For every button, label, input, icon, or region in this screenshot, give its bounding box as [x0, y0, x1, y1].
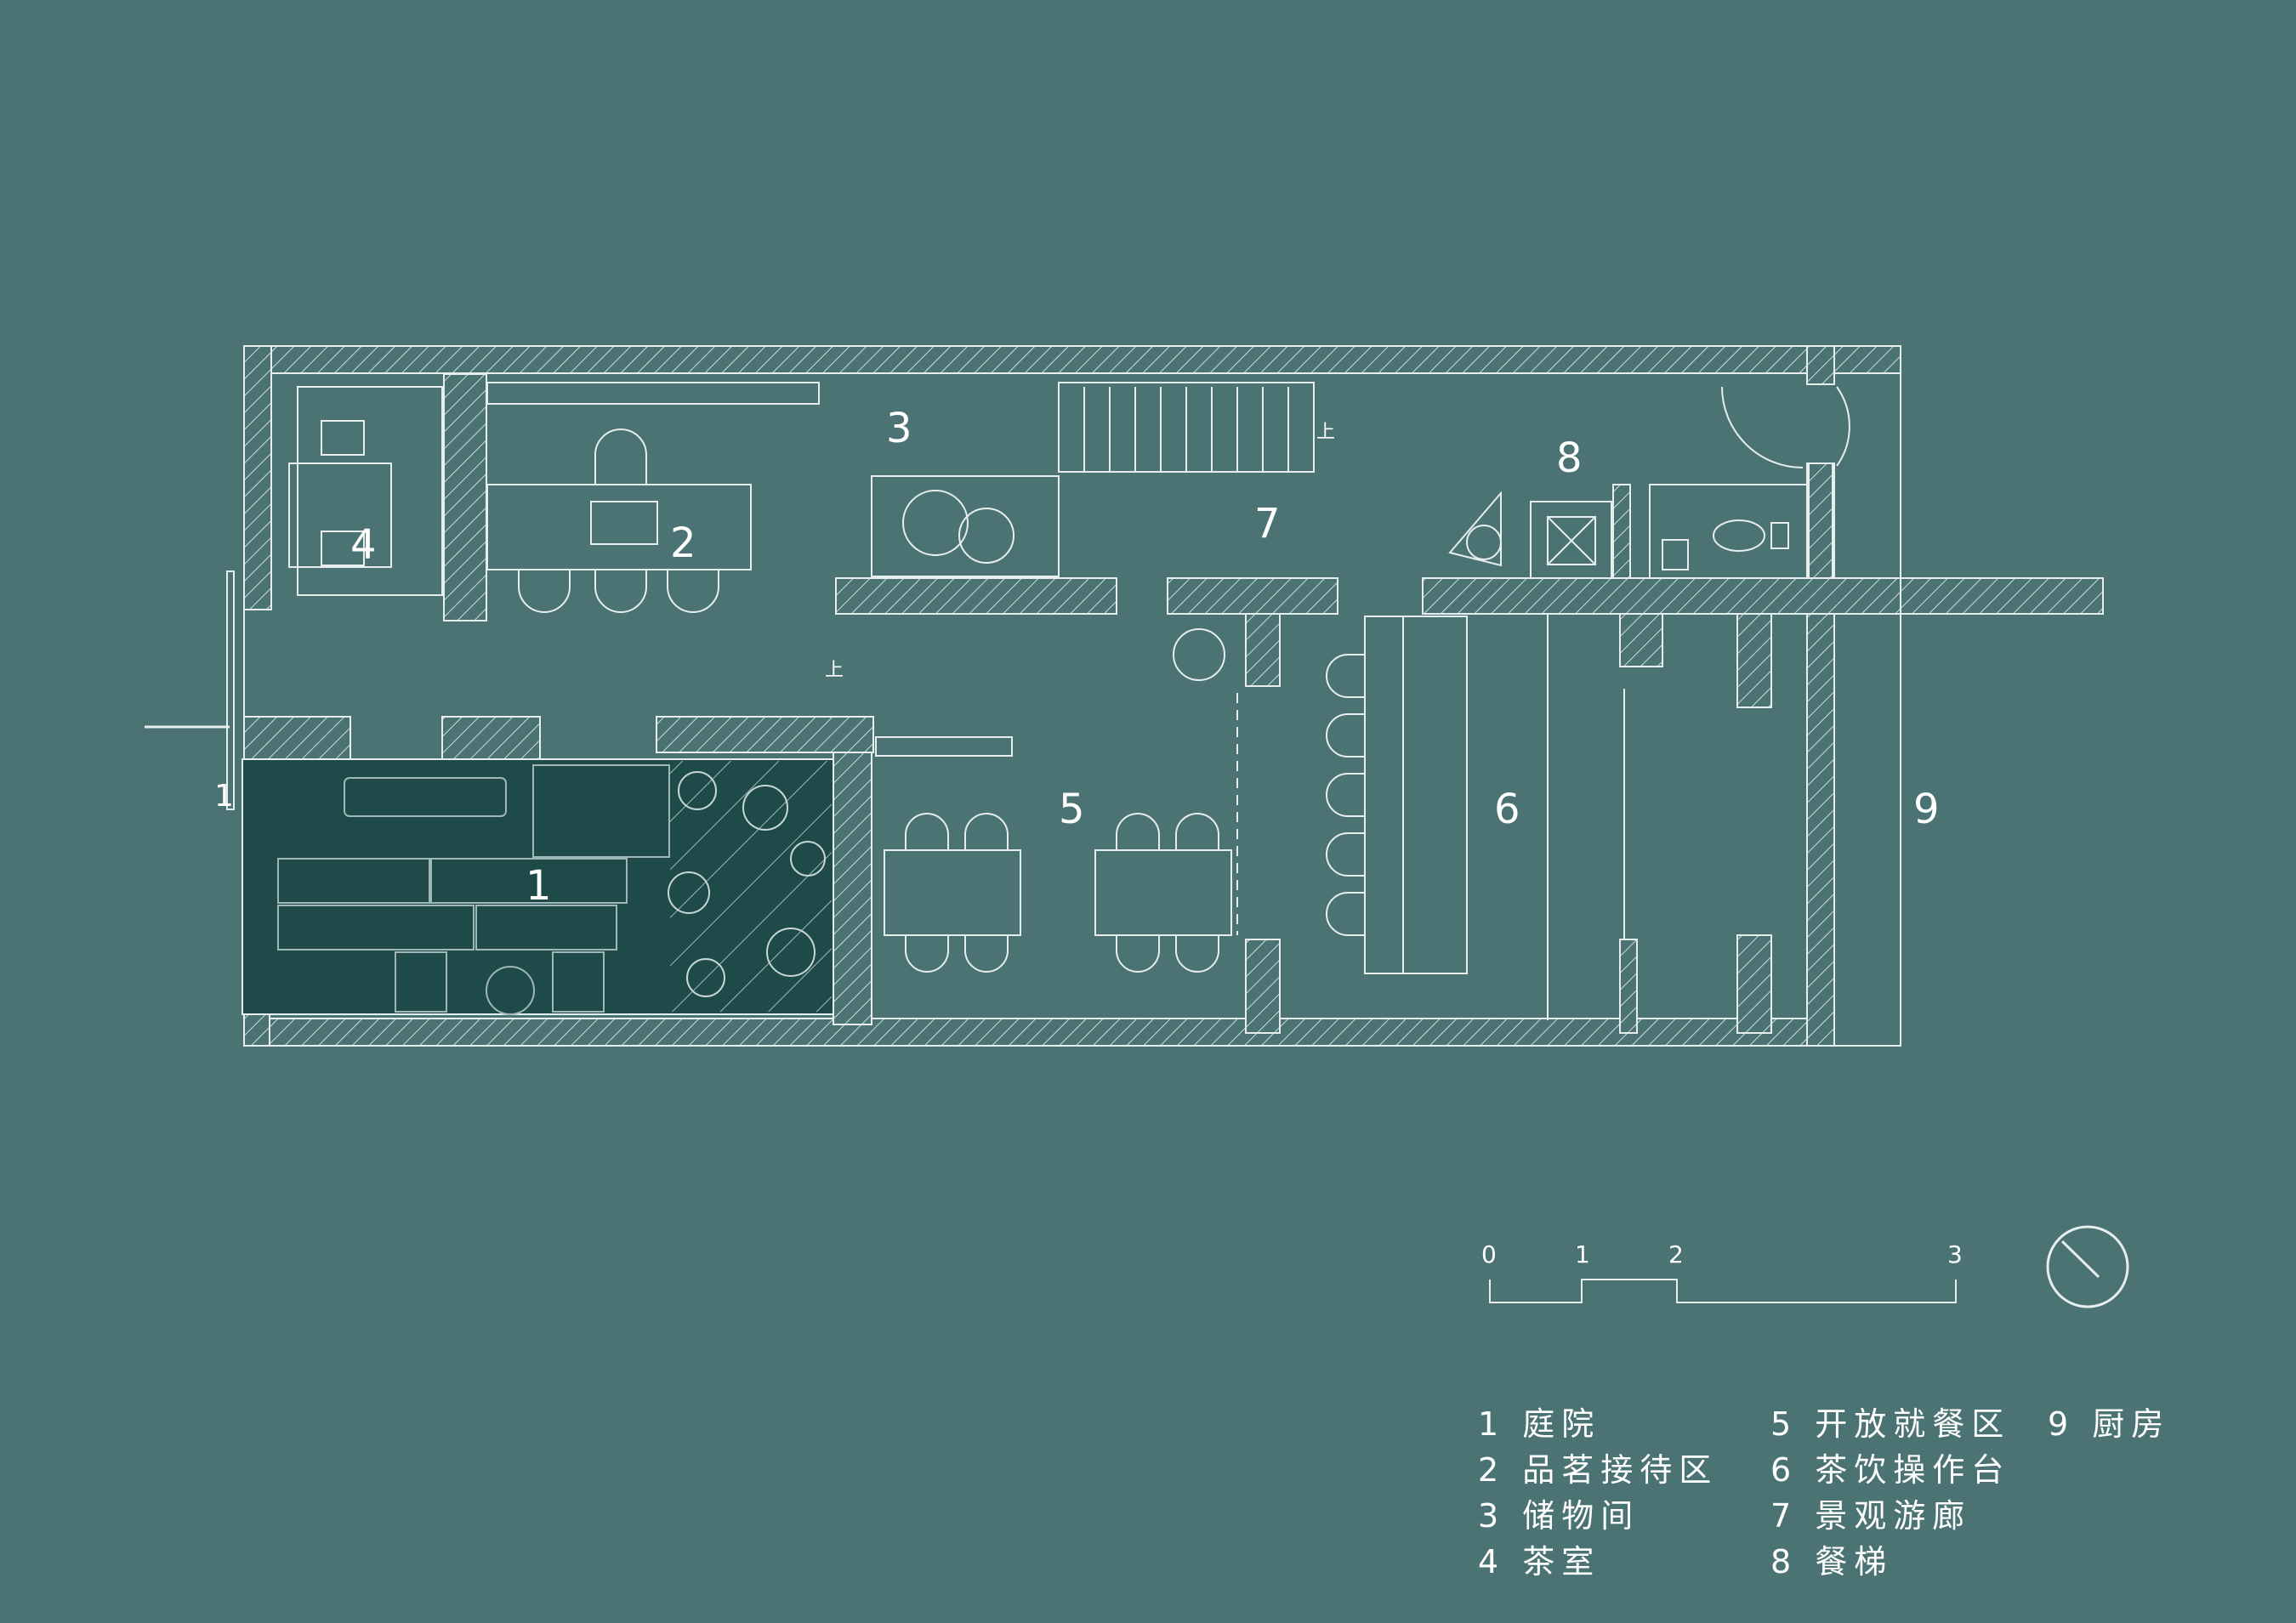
- legend-item-7: 7 景观游廊: [1770, 1497, 1971, 1535]
- scale-tick-0: 0: [1481, 1240, 1497, 1268]
- planters: [871, 475, 1502, 681]
- stair-up-label: 上: [1316, 422, 1335, 443]
- room-label-9: 9: [1913, 786, 1940, 833]
- room-label-8: 8: [1556, 434, 1583, 482]
- room-label-1: 1: [526, 862, 552, 910]
- room-labels: 1 2 3 4 5 6 7 8 9 上 上 1: [214, 405, 1940, 910]
- dining-furniture: [875, 693, 1238, 973]
- room-label-5: 5: [1059, 786, 1085, 833]
- bar-counter: [1326, 614, 1625, 1020]
- room-label-2: 2: [670, 519, 696, 567]
- legend-item-2: 2 品茗接待区: [1478, 1451, 1718, 1489]
- legend: 1 庭院 2 品茗接待区 3 储物间 4 茶室 5 开放就餐区 6 茶饮操作台 …: [1478, 1405, 2170, 1580]
- stair-up-label-2: 上: [825, 660, 844, 681]
- dumbwaiter: [1530, 501, 1612, 579]
- room-label-6: 6: [1494, 786, 1520, 833]
- tea-room-furniture: [288, 386, 443, 596]
- scale-bar: 0 1 2 3: [1481, 1240, 1963, 1303]
- room-label-4: 4: [350, 521, 377, 569]
- room-label-7: 7: [1254, 500, 1281, 548]
- courtyard: [145, 570, 834, 1015]
- scale-tick-3: 3: [1947, 1240, 1963, 1268]
- legend-item-1: 1 庭院: [1478, 1405, 1600, 1443]
- kitchen-door: [1721, 386, 1850, 468]
- legend-item-8: 8 餐梯: [1770, 1543, 1893, 1580]
- legend-item-6: 6 茶饮操作台: [1770, 1451, 2010, 1489]
- legend-item-4: 4 茶室: [1478, 1543, 1600, 1580]
- scale-tick-2: 2: [1668, 1240, 1684, 1268]
- scale-tick-1: 1: [1575, 1240, 1590, 1268]
- entrance-label: 1: [214, 779, 234, 814]
- staircase: [1058, 382, 1315, 473]
- legend-item-9: 9 厨房: [2048, 1405, 2170, 1443]
- room-label-3: 3: [886, 405, 912, 452]
- washroom: [1649, 484, 1808, 579]
- reception-furniture: [486, 382, 820, 613]
- legend-item-5: 5 开放就餐区: [1770, 1405, 2010, 1443]
- building-outline: [243, 345, 1901, 1047]
- legend-item-3: 3 储物间: [1478, 1497, 1640, 1535]
- north-arrow-icon: [2046, 1225, 2129, 1308]
